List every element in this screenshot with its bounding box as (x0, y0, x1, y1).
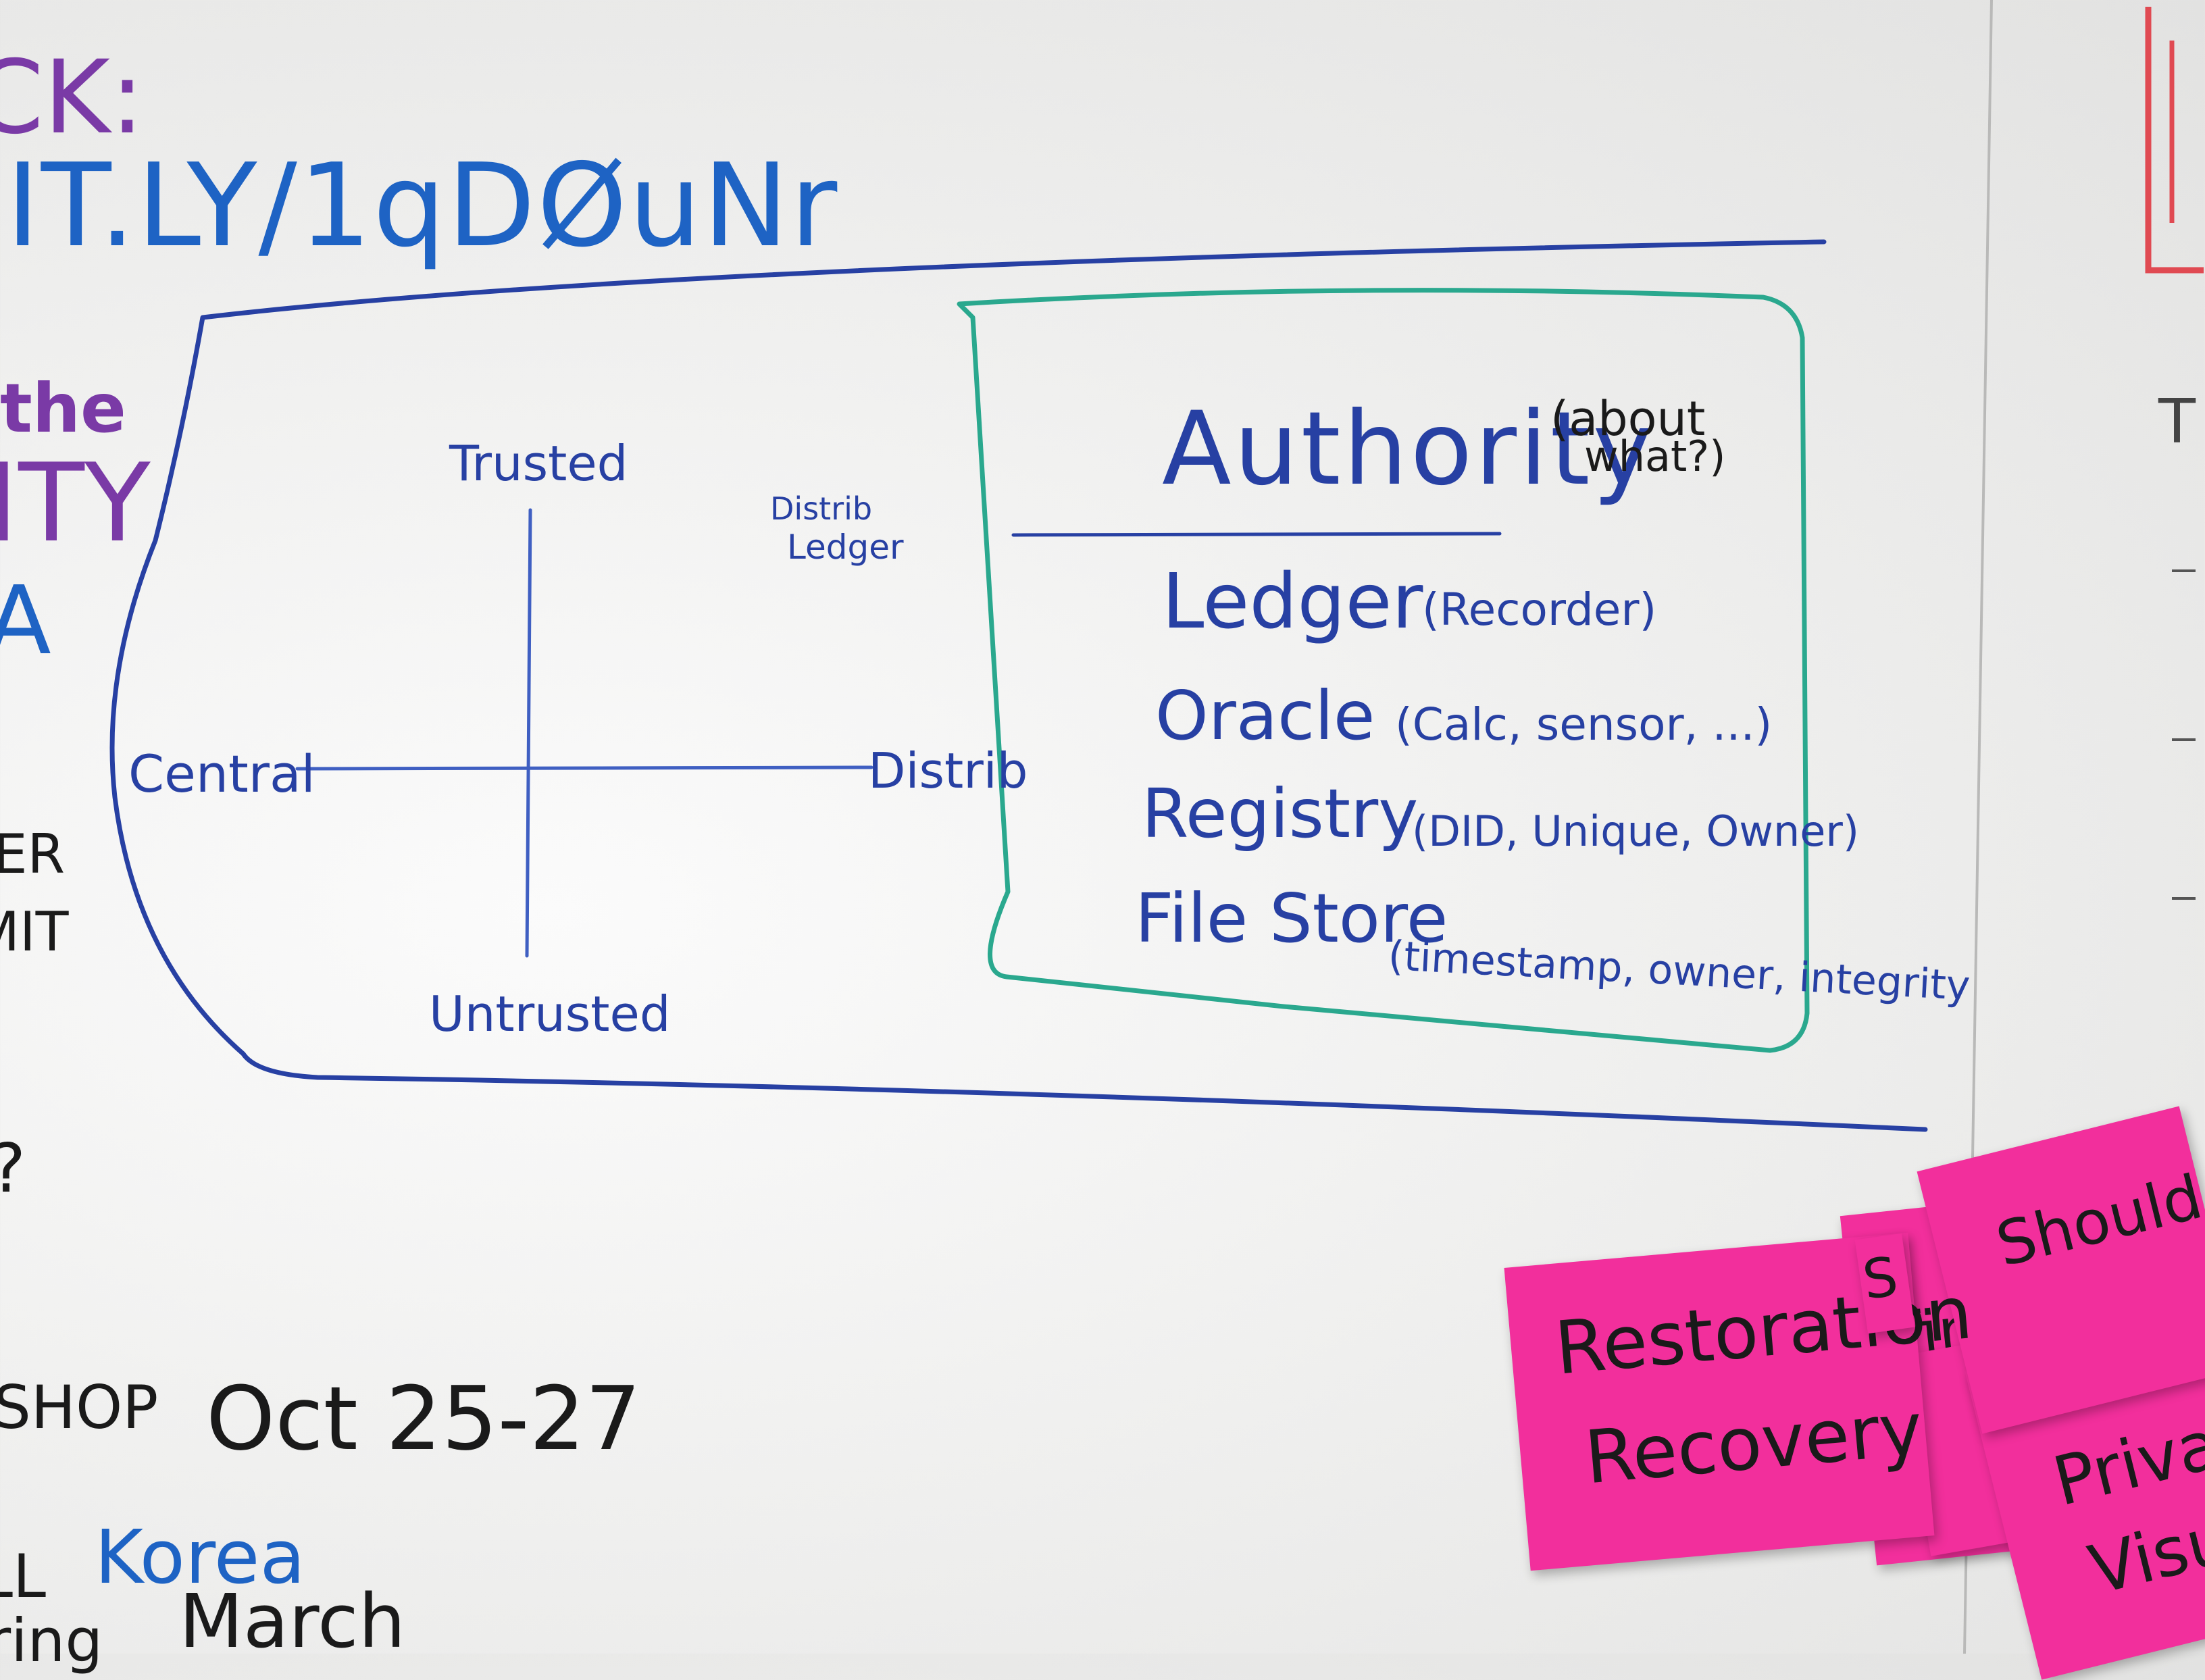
mit-fragment: MIT (0, 900, 69, 963)
ll-fragment: LL (0, 1542, 47, 1611)
registry-detail: (DID, Unique, Owner) (1412, 807, 1860, 856)
sticky-should-text: Should (1989, 1161, 2205, 1281)
quadrant-left-label: Central (128, 744, 315, 804)
sticky-restoration-line2: Recovery (1581, 1387, 1926, 1501)
teal-box (957, 288, 1810, 1053)
workshop-dates: Oct 25-27 (206, 1367, 641, 1470)
filestore-name: File Store (1135, 879, 1448, 958)
a-fragment: A (0, 566, 51, 676)
korea-text: Korea (95, 1514, 305, 1600)
quadrant-top-label: Trusted (449, 435, 628, 492)
er-fragment: ER (0, 823, 66, 886)
bit-ly-link: BIT.LY/1qDØuNr (0, 139, 839, 273)
authority-aside-line1: (about (1550, 391, 1706, 447)
workshop-fragment: SHOP (0, 1373, 159, 1442)
ledger-detail: (Recorder) (1422, 584, 1657, 636)
distrib-ledger-line2: Ledger (787, 528, 904, 567)
sticky-privacy-line1: Privac (2046, 1395, 2205, 1522)
sticky-privacy-line2: Visu (2081, 1499, 2205, 1610)
sticky-restoration-line1: Restoration (1551, 1271, 1976, 1392)
quadrant-bottom-label: Untrusted (429, 986, 671, 1042)
spring-fragment: ring (0, 1606, 103, 1675)
horizontal-axis (295, 765, 873, 771)
march-text: March (179, 1578, 406, 1664)
ock-fragment: CK: (0, 39, 145, 157)
t-fragment: T (2158, 386, 2196, 457)
blue-outline (109, 239, 1928, 1132)
question-fragment: ? (0, 1135, 26, 1202)
ledger-name: Ledger (1162, 558, 1423, 646)
oracle-name: Oracle (1155, 676, 1375, 755)
vertical-axis (525, 508, 532, 958)
the-fragment: the (0, 369, 126, 448)
red-marker-fragment (2145, 7, 2204, 274)
ity-fragment: ITY (0, 440, 151, 566)
sticky-fragment-s: S (1858, 1244, 1902, 1312)
oracle-detail: (Calc, sensor, ...) (1395, 698, 1773, 750)
registry-name: Registry (1142, 774, 1419, 853)
quadrant-right-label: Distrib (868, 742, 1028, 799)
authority-divider (1011, 532, 1502, 537)
authority-aside-line2: what?) (1584, 432, 1726, 481)
authority-title: Authority (1162, 390, 1656, 508)
distrib-ledger-line1: Distrib (770, 490, 873, 527)
